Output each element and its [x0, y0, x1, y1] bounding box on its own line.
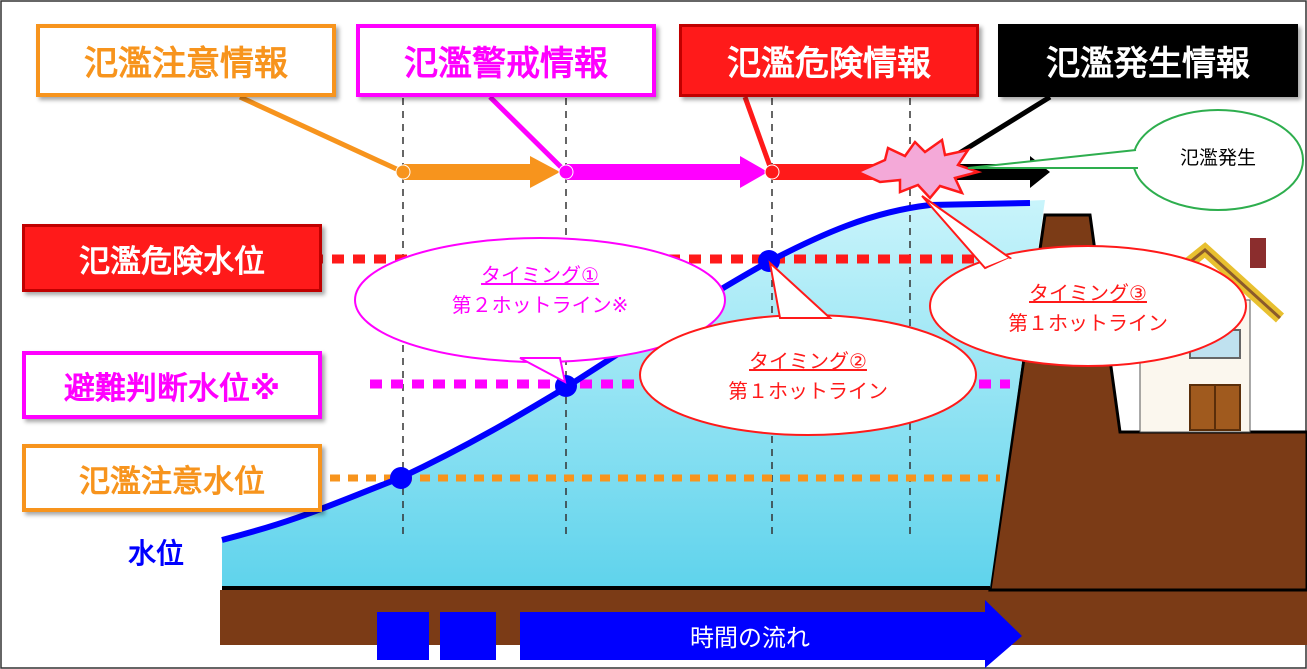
hassei-info-box: 氾濫発生情報 [998, 24, 1298, 97]
keikai-arrow [566, 156, 768, 188]
time-flow-arrow [520, 600, 1022, 668]
kiken-leader-line [742, 96, 775, 173]
flood-callout-label: 氾濫発生 [1179, 147, 1256, 169]
timing1-callout-shape [354, 237, 726, 384]
time-block-2 [440, 612, 496, 660]
keikai-leader-line [488, 95, 568, 174]
time-flow-label: 時間の流れ [690, 624, 810, 652]
chui-leader-line [238, 94, 405, 175]
timing2-title: タイミング② [749, 349, 867, 373]
timing3-callout: タイミング③ 第１ホットライン [948, 278, 1228, 338]
chui-crossing-point [390, 467, 412, 489]
timing2-body: 第１ホットライン [728, 379, 888, 403]
water-level-label: 水位 [128, 537, 185, 570]
timing1-callout: タイミング① 第２ホットライン※ [400, 260, 680, 320]
kiken-level-box: 氾濫危険水位 [22, 224, 322, 292]
timing2-callout-shape [639, 260, 977, 436]
timing3-title: タイミング③ [1029, 281, 1147, 305]
timing2-callout: タイミング② 第１ホットライン [668, 346, 948, 406]
river-water [222, 200, 1045, 588]
chui-info-box: 氾濫注意情報 [36, 24, 336, 97]
timing3-callout-shape [921, 195, 1247, 367]
timing3-body: 第１ホットライン [1008, 311, 1168, 335]
time-block-1 [377, 612, 429, 660]
hinan-level-box: 避難判断水位※ [22, 351, 322, 419]
flood-callout-shape [967, 109, 1304, 211]
keikai-info-box: 氾濫警戒情報 [356, 24, 656, 97]
kiken-info-box: 氾濫危険情報 [679, 24, 979, 97]
chui-arrow [403, 156, 560, 188]
chui-level-box: 氾濫注意水位 [22, 444, 322, 512]
flood-burst-icon [854, 137, 983, 200]
timing1-title: タイミング① [481, 263, 599, 287]
timing1-body: 第２ホットライン※ [451, 293, 629, 317]
